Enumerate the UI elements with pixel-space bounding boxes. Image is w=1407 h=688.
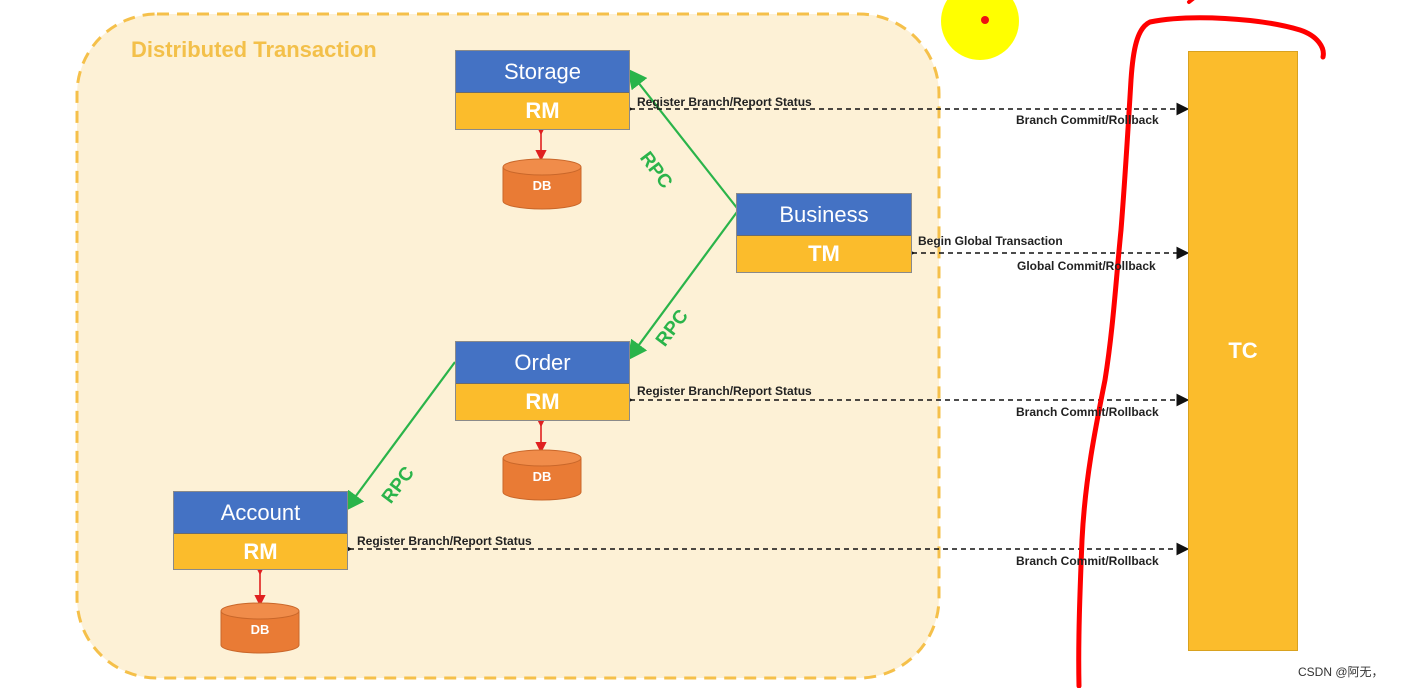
tc-node: TC <box>1188 51 1298 651</box>
account-register-label: Register Branch/Report Status <box>357 534 532 548</box>
global-commit-label: Global Commit/Rollback <box>1017 259 1156 273</box>
tc-label: TC <box>1228 338 1258 363</box>
yellow-marker <box>941 0 1019 60</box>
storage-service-label: Storage <box>456 51 629 93</box>
db-cylinder-icon <box>502 158 582 210</box>
business-service-label: Business <box>737 194 911 236</box>
storage-branch-label: Branch Commit/Rollback <box>1016 113 1159 127</box>
rpc-business-to-order-line <box>627 211 738 361</box>
db-cylinder-icon <box>502 449 582 501</box>
storage-db-label: DB <box>532 178 552 193</box>
marker-dot <box>981 16 989 24</box>
business-tm-label: TM <box>737 236 911 272</box>
db-cylinder-icon <box>220 602 300 654</box>
order-rm-label: RM <box>456 384 629 420</box>
storage-node: Storage RM <box>455 50 630 130</box>
order-service-label: Order <box>456 342 629 384</box>
account-branch-label: Branch Commit/Rollback <box>1016 554 1159 568</box>
order-register-label: Register Branch/Report Status <box>637 384 812 398</box>
order-branch-label: Branch Commit/Rollback <box>1016 405 1159 419</box>
rpc-business-to-storage-line <box>627 68 738 209</box>
red-annotation-tick <box>1187 0 1195 4</box>
rpc-order-to-account-line <box>344 361 456 512</box>
account-db: DB <box>220 602 300 654</box>
account-service-label: Account <box>174 492 347 534</box>
red-annotation-stroke <box>1076 15 1326 688</box>
group-title: Distributed Transaction <box>131 37 377 62</box>
account-db-label: DB <box>250 622 270 637</box>
account-node: Account RM <box>173 491 348 570</box>
storage-rm-label: RM <box>456 93 629 129</box>
begin-global-label: Begin Global Transaction <box>918 234 1063 248</box>
order-db-label: DB <box>532 469 552 484</box>
storage-register-label: Register Branch/Report Status <box>637 95 812 109</box>
order-db: DB <box>502 449 582 501</box>
account-rm-label: RM <box>174 534 347 569</box>
order-node: Order RM <box>455 341 630 421</box>
business-node: Business TM <box>736 193 912 273</box>
storage-db: DB <box>502 158 582 210</box>
watermark: CSDN @阿无， <box>1298 665 1384 679</box>
